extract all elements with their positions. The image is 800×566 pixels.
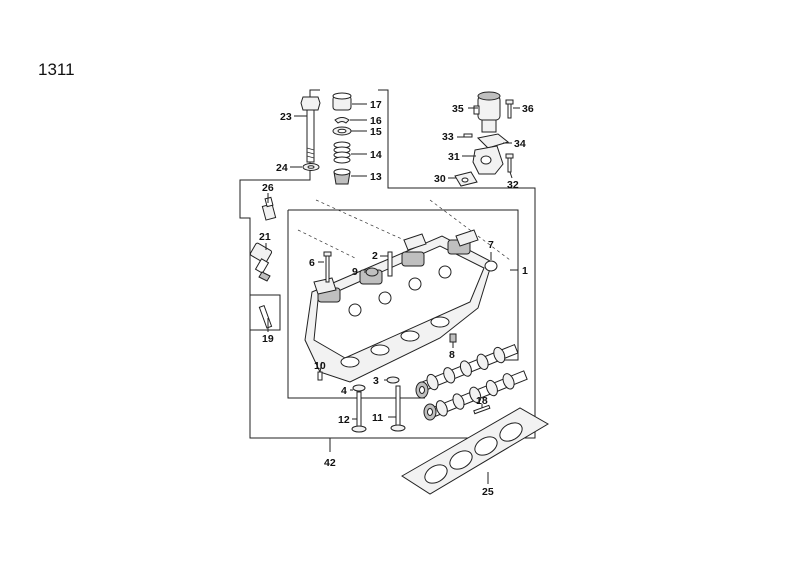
callout-26: 26 [262,182,274,194]
callout-42: 42 [324,457,336,469]
oil-plug [449,333,457,348]
callout-11: 11 [372,412,383,424]
valves [351,385,406,433]
callout-30: 30 [434,173,446,185]
callout-16: 16 [370,115,382,127]
callout-9: 9 [352,266,358,278]
camshafts [415,343,528,421]
stud [258,304,273,332]
end-plug [484,252,498,272]
callout-13: 13 [370,171,382,183]
callout-23: 23 [280,111,292,123]
callout-35: 35 [452,103,464,115]
callout-33: 33 [442,131,454,143]
callout-18: 18 [476,395,488,407]
coolant-sensor [249,242,273,282]
callout-7: 7 [488,239,494,251]
callout-34: 34 [514,138,526,150]
plug [364,267,379,277]
bolt-washer [290,163,320,171]
callout-3: 3 [373,375,379,387]
temperature-sensor [261,193,277,221]
callout-8: 8 [449,349,455,361]
callout-4: 4 [341,385,347,397]
cylinder-head [304,235,493,383]
callout-31: 31 [448,151,460,163]
cam-cap-bolt [318,251,332,283]
valve-seats [350,376,400,392]
callout-15: 15 [370,126,382,138]
callout-labels: 1 2 3 4 6 7 8 9 10 11 12 13 14 15 16 17 … [259,99,534,498]
callout-10: 10 [314,360,326,372]
cap-bolt [380,251,393,277]
callout-36: 36 [522,103,534,115]
callout-32: 32 [507,179,519,191]
callout-21: 21 [259,231,271,243]
callout-24: 24 [276,162,288,174]
callout-19: 19 [262,333,274,345]
dowel-pin [317,361,323,381]
page-number: 1311 [38,60,75,79]
callout-6: 6 [309,257,315,269]
callout-17: 17 [370,99,382,111]
head-gasket [401,407,549,495]
callout-25: 25 [482,486,494,498]
cylinder-head-bolt [294,96,321,163]
callout-12: 12 [338,414,350,426]
exhaust-stud [473,404,491,415]
egr-valve-assembly [448,91,520,187]
callout-1: 1 [522,265,528,277]
callout-14: 14 [370,149,382,161]
callout-2: 2 [372,250,378,262]
valve-train-stack [332,92,367,185]
